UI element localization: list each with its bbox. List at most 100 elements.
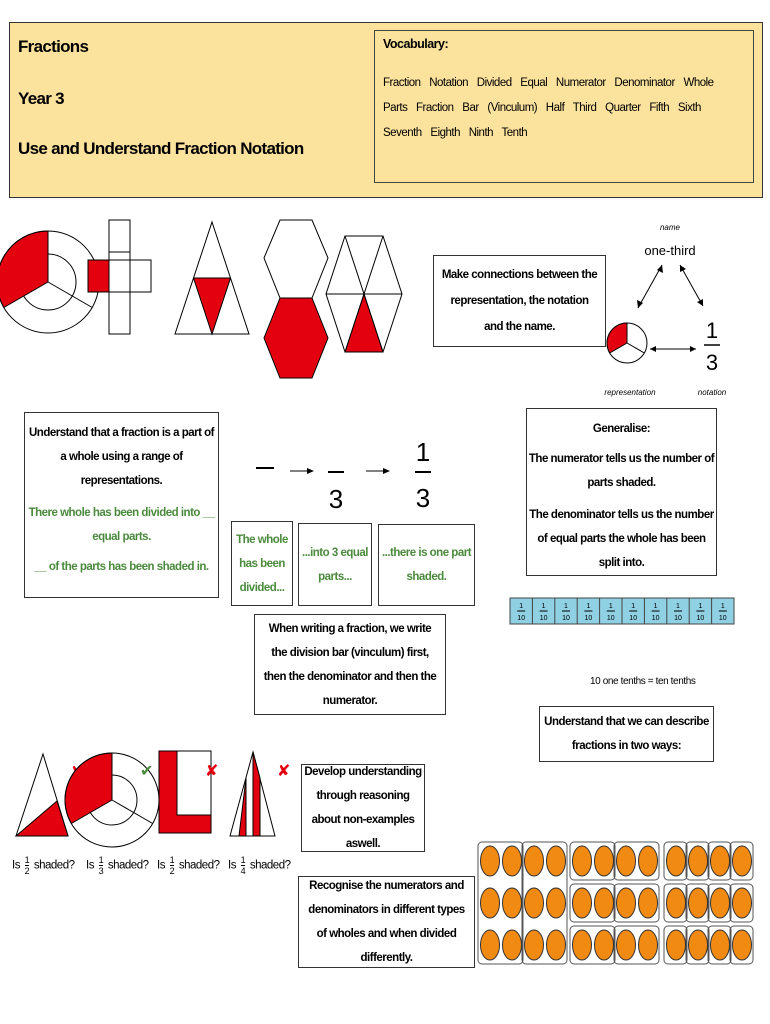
notation-steps: 3 1 3 <box>256 437 431 514</box>
tenth-denominator: 10 <box>585 615 593 622</box>
orange <box>616 845 636 877</box>
orange <box>666 845 686 877</box>
orange <box>710 887 730 919</box>
understand-box: Understand that a fraction is a part of … <box>24 412 219 598</box>
orange <box>688 929 708 961</box>
orange <box>546 845 566 877</box>
orange <box>688 845 708 877</box>
diagram-notation-label: notation <box>698 388 727 397</box>
non-example-triangle-strips <box>229 750 276 837</box>
non-examples-box: Develop understanding through reasoning … <box>301 764 425 852</box>
tenth-denominator: 10 <box>562 615 570 622</box>
orange-group-outline <box>569 883 616 923</box>
orange <box>666 929 686 961</box>
vocabulary-box: Vocabulary: Fraction Notation Divided Eq… <box>374 30 754 183</box>
generalise-box: Generalise: The numerator tells us the n… <box>526 408 717 576</box>
tenth-numerator: 1 <box>676 603 680 610</box>
orange <box>546 929 566 961</box>
orange-group-outline <box>477 841 524 965</box>
orange <box>710 929 730 961</box>
vocabulary-words: Fraction Notation Divided Equal Numerato… <box>383 77 714 139</box>
orange <box>732 845 752 877</box>
orange <box>710 845 730 877</box>
tenth-numerator: 1 <box>654 603 658 610</box>
step-box-2: ...into 3 equal parts... <box>298 523 372 606</box>
orange-group-outline <box>569 925 616 965</box>
orange <box>666 887 686 919</box>
orange <box>524 845 544 877</box>
tenth-numerator: 1 <box>698 603 702 610</box>
triangle-quarters-shape <box>174 220 250 336</box>
understand-green-1: There whole has been divided into __ equ… <box>28 507 215 543</box>
orange <box>572 929 592 961</box>
hexagon-sixths-shape <box>325 235 403 353</box>
shape-representations <box>0 219 403 379</box>
generalise-line-1: The numerator tells us the number of par… <box>528 453 715 489</box>
orange <box>638 845 658 877</box>
orange <box>480 887 500 919</box>
diagram-denominator: 3 <box>706 350 718 375</box>
orange <box>688 887 708 919</box>
tenth-numerator: 1 <box>586 603 590 610</box>
orange-group-outline <box>663 841 688 881</box>
tenth-numerator: 1 <box>564 603 568 610</box>
cross-icon: ✘ <box>277 763 290 780</box>
generalise-line-2: The denominator tells us the number of e… <box>529 509 714 569</box>
orange <box>480 929 500 961</box>
orange-group-outline <box>663 925 688 965</box>
subtitle: Use and Understand Fraction Notation <box>18 139 304 158</box>
connections-box: Make connections between the representat… <box>433 255 606 347</box>
step3-numerator: 1 <box>416 437 430 467</box>
tenth-numerator: 1 <box>519 603 523 610</box>
cube-net-shape <box>87 219 152 335</box>
orange <box>594 887 614 919</box>
tenth-denominator: 10 <box>719 615 727 622</box>
orange <box>524 887 544 919</box>
diagram-name-label: name <box>660 223 681 232</box>
tenth-numerator: 1 <box>631 603 635 610</box>
orange <box>594 845 614 877</box>
hexagon-halves-shape <box>263 219 329 379</box>
orange <box>546 887 566 919</box>
orange <box>572 887 592 919</box>
step3-denominator: 3 <box>416 483 430 513</box>
understand-green-2: __ of the parts has been shaded in. <box>34 561 209 573</box>
orange <box>502 845 522 877</box>
non-example-circle <box>64 752 160 848</box>
understand-text: Understand that a fraction is a part of … <box>29 427 214 487</box>
recognise-box: Recognise the numerators and denominator… <box>298 876 475 968</box>
tenth-denominator: 10 <box>517 615 525 622</box>
name-notation-diagram: name one-third 1 3 representation notati… <box>604 223 727 397</box>
step-box-3: ...there is one part shaded. <box>378 524 475 606</box>
circle-thirds-shape <box>0 230 100 334</box>
non-example-triangle <box>14 752 69 837</box>
orange <box>524 929 544 961</box>
orange-groups <box>477 841 754 965</box>
tenth-numerator: 1 <box>542 603 546 610</box>
tenth-denominator: 10 <box>629 615 637 622</box>
tenth-numerator: 1 <box>721 603 725 610</box>
orange <box>572 845 592 877</box>
tenth-denominator: 10 <box>652 615 660 622</box>
title: Fractions <box>18 37 89 56</box>
two-ways-box: Understand that we can describe fraction… <box>539 706 714 762</box>
orange <box>616 887 636 919</box>
orange-group-outline <box>663 883 688 923</box>
vocabulary-heading: Vocabulary: <box>383 37 449 51</box>
tenth-numerator: 1 <box>609 603 613 610</box>
generalise-heading: Generalise: <box>592 423 651 435</box>
orange <box>732 887 752 919</box>
orange <box>594 929 614 961</box>
tenth-denominator: 10 <box>540 615 548 622</box>
orange-group-outline <box>569 841 616 881</box>
non-example-shapes: ✘ ✔ ✘ ✘ <box>14 750 290 848</box>
orange <box>502 929 522 961</box>
orange <box>616 929 636 961</box>
year-label: Year 3 <box>18 89 65 108</box>
step2-denominator: 3 <box>329 484 343 514</box>
non-example-l-shape <box>158 750 212 834</box>
